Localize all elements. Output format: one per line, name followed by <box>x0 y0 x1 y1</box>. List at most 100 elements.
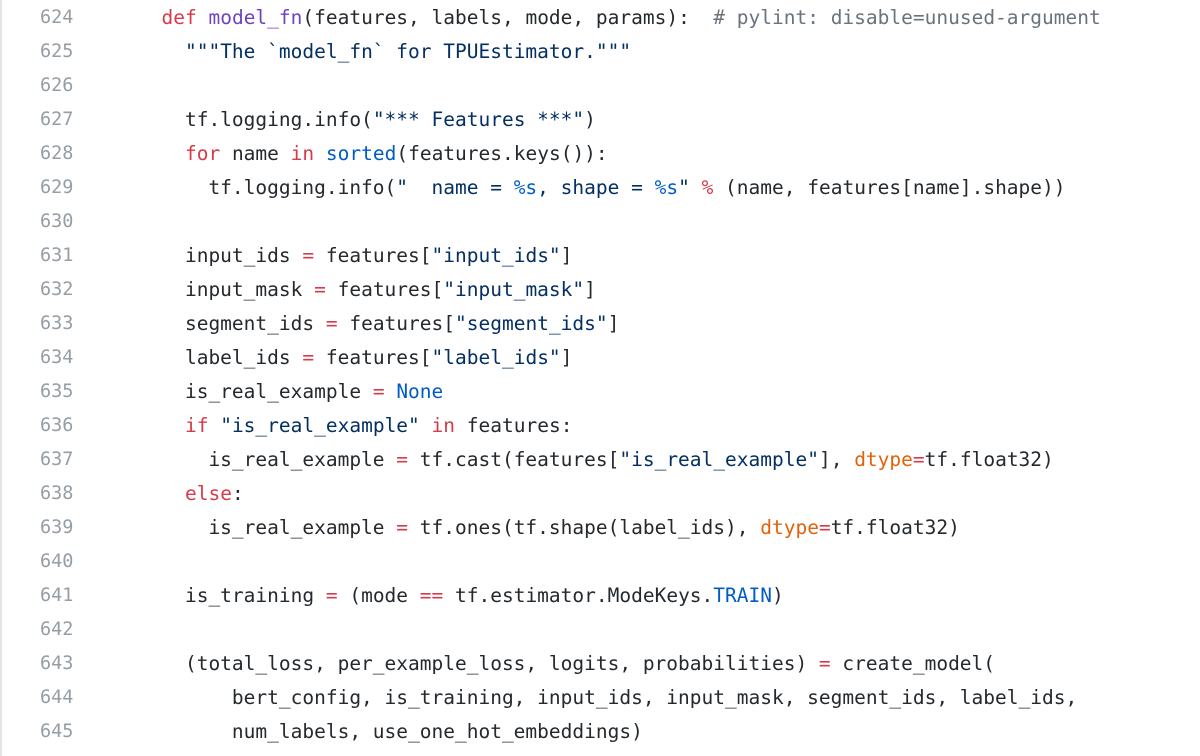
code-token: (features, labels, mode, params): <box>302 5 714 29</box>
code-token: %s <box>513 175 538 199</box>
code-token: features[ <box>337 311 455 335</box>
code-token <box>138 142 185 165</box>
code-token: "segment_ids" <box>455 311 608 335</box>
code-token: == <box>419 583 444 607</box>
code-token: = <box>396 447 409 471</box>
code-token: None <box>396 379 444 403</box>
line-number[interactable]: 636 <box>40 414 74 436</box>
line-number[interactable]: 638 <box>40 482 74 504</box>
code-token: is_real_example <box>138 447 397 471</box>
code-token: bert_config, is_training, input_ids, inp… <box>138 685 1078 709</box>
code-token: if <box>184 413 209 437</box>
code-token: tf.logging.info( <box>138 175 397 199</box>
code-row: 638 else: <box>2 476 1101 510</box>
code-row: 626 <box>2 68 1101 102</box>
line-number[interactable]: 643 <box>40 652 74 674</box>
line-number[interactable]: 644 <box>40 686 74 708</box>
code-token: % <box>701 175 714 199</box>
code-token: dtype <box>854 447 913 471</box>
code-line: def model_fn(features, labels, mode, par… <box>100 0 1101 34</box>
code-token: def <box>161 5 197 29</box>
code-token: ) <box>772 583 784 607</box>
code-line: else: <box>100 476 1101 510</box>
code-row: 641 is_training = (mode == tf.estimator.… <box>2 578 1101 612</box>
line-number[interactable]: 640 <box>40 550 74 572</box>
line-number[interactable]: 627 <box>40 108 74 130</box>
code-token: tf.float32) <box>830 515 960 539</box>
code-line: segment_ids = features["segment_ids"] <box>100 306 1101 340</box>
code-line: bert_config, is_training, input_ids, inp… <box>100 680 1101 714</box>
code-line <box>100 204 1101 238</box>
code-token: ) <box>584 107 596 131</box>
code-token: else <box>184 481 232 505</box>
code-token: " name = <box>396 175 514 199</box>
code-token: "is_real_example" <box>619 447 819 471</box>
line-number[interactable]: 626 <box>40 74 74 96</box>
code-token: : <box>231 481 244 505</box>
code-token: features[ <box>314 243 432 267</box>
line-number[interactable]: 632 <box>40 278 74 300</box>
code-row: 627 tf.logging.info("*** Features ***") <box>2 102 1101 136</box>
line-number[interactable]: 625 <box>40 40 74 62</box>
line-number[interactable]: 630 <box>40 210 74 232</box>
code-token: "*** Features ***" <box>372 107 585 131</box>
code-token: = <box>314 277 326 301</box>
code-token <box>385 380 397 403</box>
code-token: ] <box>584 277 596 301</box>
code-token: tf.logging.info( <box>138 107 373 131</box>
code-token: ], <box>818 447 855 471</box>
code-token: = <box>396 515 409 539</box>
code-line: input_mask = features["input_mask"] <box>100 272 1101 306</box>
code-token: = <box>912 447 925 471</box>
line-number[interactable]: 631 <box>40 244 74 266</box>
code-token <box>138 414 185 437</box>
code-token: in <box>290 141 315 165</box>
code-token <box>138 482 185 505</box>
code-token <box>138 6 161 29</box>
code-token: features[ <box>314 345 432 369</box>
code-row: 645 num_labels, use_one_hot_embeddings) <box>2 714 1101 748</box>
code-row: 628 for name in sorted(features.keys()): <box>2 136 1101 170</box>
line-number[interactable]: 628 <box>40 142 74 164</box>
code-token: "is_real_example" <box>220 413 420 437</box>
code-body: 624 def model_fn(features, labels, mode,… <box>2 0 1101 748</box>
code-row: 629 tf.logging.info(" name = %s, shape =… <box>2 170 1101 204</box>
line-number[interactable]: 642 <box>40 618 74 640</box>
code-line: label_ids = features["label_ids"] <box>100 340 1101 374</box>
line-number[interactable]: 633 <box>40 312 74 334</box>
code-token: model_fn <box>208 5 303 29</box>
code-line <box>100 544 1101 578</box>
code-token: " <box>678 175 690 199</box>
code-token: = <box>302 345 315 369</box>
code-row: 640 <box>2 544 1101 578</box>
line-number[interactable]: 624 <box>40 6 74 28</box>
line-number[interactable]: 634 <box>40 346 74 368</box>
code-token: num_labels, use_one_hot_embeddings) <box>138 719 643 743</box>
code-line: input_ids = features["input_ids"] <box>100 238 1101 272</box>
line-number[interactable]: 639 <box>40 516 74 538</box>
code-token: segment_ids <box>138 311 326 335</box>
line-number[interactable]: 637 <box>40 448 74 470</box>
code-line: tf.logging.info("*** Features ***") <box>100 102 1101 136</box>
code-token: ] <box>560 345 573 369</box>
code-line <box>100 612 1101 646</box>
code-row: 639 is_real_example = tf.ones(tf.shape(l… <box>2 510 1101 544</box>
line-number[interactable]: 641 <box>40 584 74 606</box>
code-token: ] <box>607 311 620 335</box>
code-token: TRAIN <box>713 583 772 607</box>
line-number[interactable]: 645 <box>40 720 74 742</box>
code-token: is_real_example <box>138 379 373 403</box>
code-row: 643 (total_loss, per_example_loss, logit… <box>2 646 1101 680</box>
code-token: """The `model_fn` for TPUEstimator.""" <box>184 39 632 63</box>
code-token: = <box>325 583 338 607</box>
code-token: create_model( <box>830 651 996 675</box>
code-row: 644 bert_config, is_training, input_ids,… <box>2 680 1101 714</box>
line-number[interactable]: 635 <box>40 380 74 402</box>
code-row: 642 <box>2 612 1101 646</box>
code-line: if "is_real_example" in features: <box>100 408 1101 442</box>
line-number[interactable]: 629 <box>40 176 74 198</box>
code-token: (name, features[name].shape)) <box>713 175 1066 199</box>
code-row: 635 is_real_example = None <box>2 374 1101 408</box>
code-token: features: <box>455 413 573 437</box>
code-token: # pylint: disable=unused-argument <box>713 5 1101 29</box>
